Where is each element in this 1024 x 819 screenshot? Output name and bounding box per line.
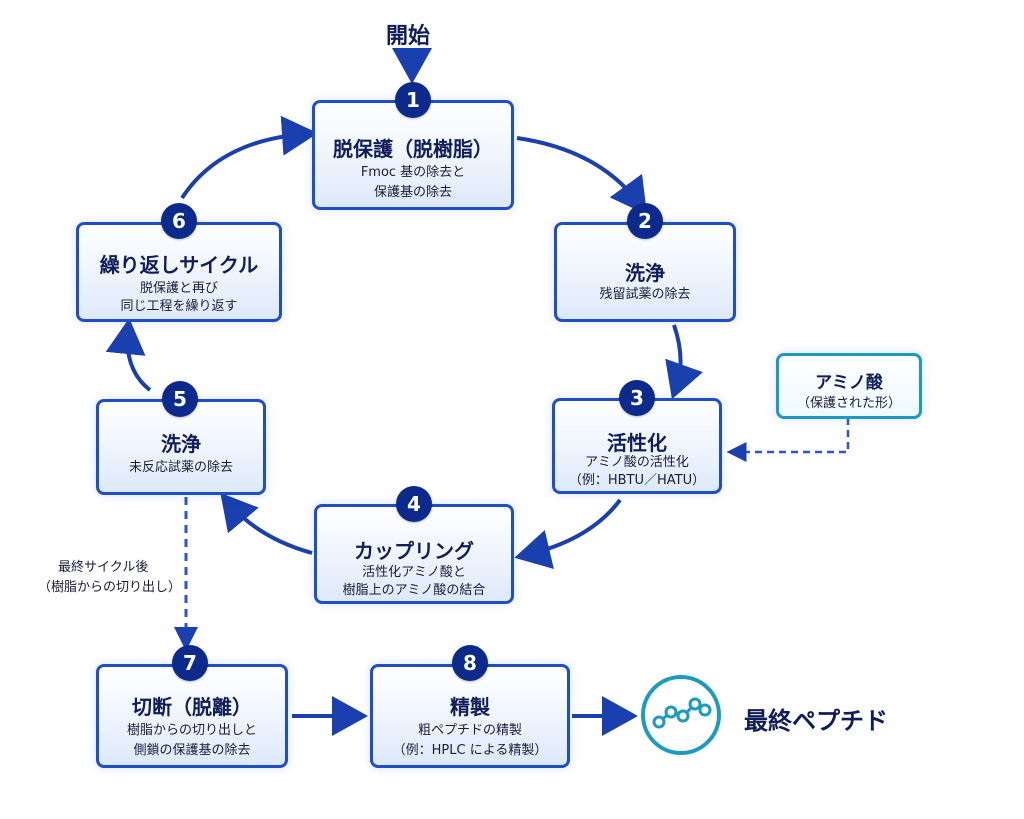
amino-acid-input-box: アミノ酸 （保護された形） [776, 353, 922, 419]
arrow-2-to-3 [665, 324, 703, 400]
step-4-badge: 4 [396, 486, 432, 522]
step-6-desc-line2: 同じ工程を繰り返す [120, 299, 238, 314]
step-1-badge: 1 [395, 82, 431, 118]
step-3-badge: 3 [619, 380, 655, 416]
step-5-badge: 5 [162, 381, 198, 417]
step-3-desc-line2: （例：HBTU／HATU） [568, 473, 706, 488]
step-3-title: 活性化 [607, 431, 667, 455]
step-4-title: カップリング [354, 539, 474, 563]
step-2-title: 洗浄 [625, 261, 665, 285]
step-6-desc-line1: 脱保護と再び [139, 281, 218, 296]
step-7-box: 切断（脱離） 樹脂からの切り出しと 側鎖の保護基の除去 [96, 664, 288, 768]
step-1-title: 脱保護（脱樹脂） [333, 137, 493, 161]
step-5-desc-line1: 未反応試薬の除去 [128, 460, 233, 475]
arrow-3-to-4 [514, 498, 622, 569]
step-3-desc-line1: アミノ酸の活性化 [585, 455, 689, 470]
step-2-box: 洗浄 残留試薬の除去 [554, 222, 736, 322]
step-7-desc-line2: 側鎖の保護基の除去 [133, 743, 251, 758]
step-1-desc-line1: Fmoc 基の除去と [360, 165, 466, 180]
amino-acid-title: アミノ酸 [815, 373, 883, 393]
step-4-desc-line1: 活性化アミノ酸と [362, 565, 466, 580]
step-2-desc-line1: 残留試薬の除去 [599, 287, 691, 302]
step-5-title: 洗浄 [161, 432, 201, 456]
peptide-chain-icon [641, 675, 721, 755]
step-8-badge: 8 [452, 645, 488, 681]
step-7-desc-line1: 樹脂からの切り出しと [126, 723, 257, 738]
step-8-title: 精製 [450, 695, 490, 719]
step-4-desc-line2: 樹脂上のアミノ酸の結合 [342, 583, 486, 598]
step-2-badge: 2 [627, 203, 663, 239]
final-product-label: 最終ペプチド [744, 707, 888, 735]
step-8-desc-line2: （例：HPLC による精製） [392, 743, 548, 758]
step-6-title: 繰り返しサイクル [99, 253, 259, 277]
final-cycle-note-line2: （樹脂からの切り出し） [38, 580, 182, 595]
amino-acid-desc: （保護された形） [796, 396, 901, 411]
final-cycle-note-line1: 最終サイクル後 [58, 560, 149, 575]
step-1-desc-line2: 保護基の除去 [373, 185, 452, 200]
amino-input-arrow [726, 418, 850, 462]
step-8-desc-line1: 粗ペプチドの精製 [417, 723, 522, 738]
step-7-title: 切断（脱離） [132, 695, 252, 719]
step-7-badge: 7 [172, 645, 208, 681]
step-1-box: 脱保護（脱樹脂） Fmoc 基の除去と 保護基の除去 [312, 100, 514, 210]
arrow-5-to-6 [105, 318, 152, 392]
start-label: 開始 [386, 24, 431, 49]
arrow-6-to-1 [180, 115, 318, 200]
arrow-4-to-5 [220, 492, 313, 555]
step-6-badge: 6 [161, 203, 197, 239]
arrow-1-to-2 [516, 136, 648, 215]
